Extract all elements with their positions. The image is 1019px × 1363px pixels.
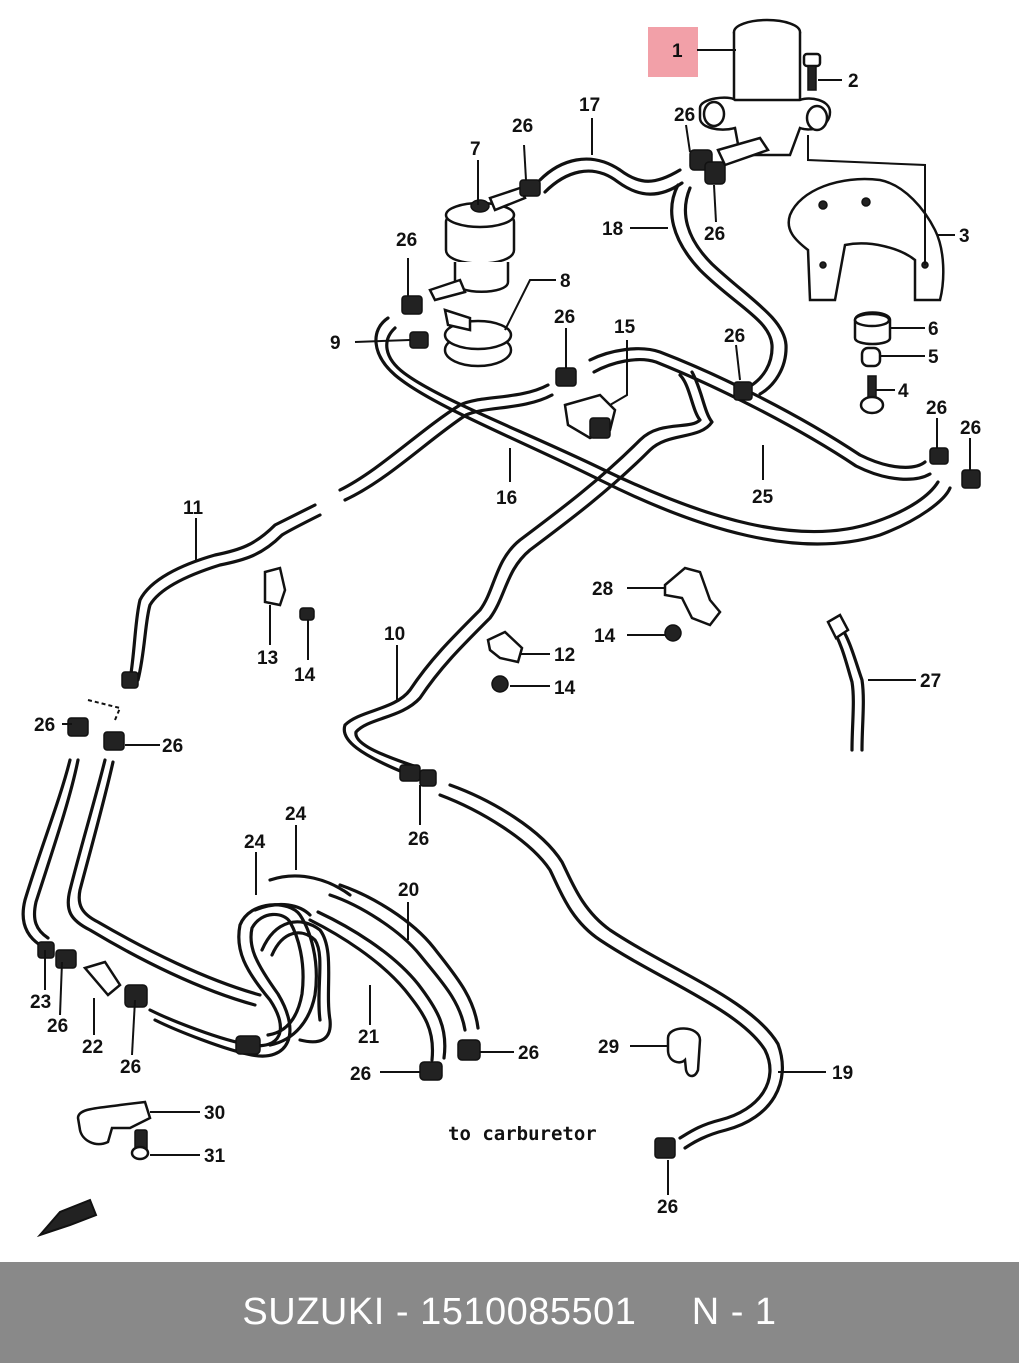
footer-separator: -	[395, 1291, 409, 1333]
label-31: 31	[204, 1146, 226, 1167]
label-17: 17	[579, 95, 600, 116]
label-25: 25	[752, 487, 774, 508]
collar-5	[860, 346, 882, 368]
clamp-29	[666, 1027, 702, 1078]
label-26-left-a: 26	[34, 715, 55, 736]
label-26-pump-top: 26	[674, 105, 695, 126]
footer-gap-1	[385, 1291, 396, 1334]
hose-clips	[37, 179, 981, 1159]
footer-gap-3	[636, 1291, 691, 1334]
label-26-bottom-a: 26	[350, 1064, 371, 1085]
footer-bar: SUZUKI - 1510085501 N - 1	[0, 1262, 1019, 1363]
bolt-2	[802, 52, 822, 91]
label-13: 13	[257, 648, 278, 669]
label-9: 9	[330, 333, 341, 354]
label-2: 2	[848, 71, 859, 92]
label-26-left-b: 26	[162, 736, 183, 757]
leader-lines	[44, 49, 971, 1195]
hose-network	[21, 157, 952, 1150]
joint-15	[563, 393, 617, 440]
label-21: 21	[358, 1027, 380, 1048]
label-14c: 14	[554, 678, 576, 699]
label-27: 27	[920, 671, 941, 692]
label-7: 7	[470, 139, 481, 160]
highlight-part-1	[648, 27, 698, 77]
fuel-pump	[689, 18, 832, 185]
footer-brand: SUZUKI	[242, 1291, 385, 1333]
joint-22	[82, 960, 148, 1008]
clamp-28	[663, 566, 722, 642]
carburetor-note: to carburetor	[448, 1123, 597, 1145]
label-6: 6	[928, 319, 939, 340]
label-30: 30	[204, 1103, 225, 1124]
parts-diagram: 1 2 3 4 5 6 7 8 9 10 11 12 13 14 14 14 1…	[21, 18, 981, 1238]
clamp-12	[486, 630, 524, 693]
footer-part-number: 1510085501	[420, 1291, 637, 1333]
label-24a: 24	[244, 832, 266, 853]
bracket-3	[787, 177, 945, 302]
label-3: 3	[959, 226, 970, 247]
label-26-lower-left-b: 26	[120, 1057, 141, 1078]
label-29: 29	[598, 1037, 619, 1058]
label-8: 8	[560, 271, 571, 292]
clamp-30	[76, 1100, 152, 1161]
fuel-filter-7	[428, 186, 527, 302]
label-23: 23	[30, 992, 51, 1013]
label-4: 4	[898, 381, 909, 402]
label-10: 10	[384, 624, 405, 645]
label-19: 19	[832, 1063, 853, 1084]
label-26-bottom-b: 26	[518, 1043, 539, 1064]
label-5: 5	[928, 347, 939, 368]
label-12: 12	[554, 645, 575, 666]
label-14b: 14	[594, 626, 616, 647]
bolt-9	[409, 331, 429, 349]
label-11: 11	[183, 498, 204, 519]
label-26-hose-18: 26	[724, 326, 745, 347]
grommet-6	[853, 311, 892, 346]
label-26-filter-top: 26	[512, 116, 533, 137]
label-28: 28	[592, 579, 613, 600]
label-18: 18	[602, 219, 623, 240]
label-20: 20	[398, 880, 419, 901]
label-16: 16	[496, 488, 517, 509]
pipe-27	[826, 613, 865, 752]
label-15: 15	[614, 317, 636, 338]
label-22: 22	[82, 1037, 103, 1058]
label-26-right-b: 26	[960, 418, 981, 439]
clamp-13	[263, 566, 315, 621]
label-26-joint: 26	[554, 307, 575, 328]
label-1: 1	[672, 41, 683, 62]
footer-gap-2	[409, 1291, 420, 1334]
label-14a: 14	[294, 665, 316, 686]
filter-clamp-8	[443, 308, 513, 368]
label-26-pump-bottom: 26	[704, 224, 725, 245]
bolt-4	[859, 375, 885, 415]
label-26-filter-left: 26	[396, 230, 417, 251]
front-arrow-icon	[36, 1198, 98, 1238]
label-26-bottom-c: 26	[657, 1197, 678, 1218]
label-26-lower-left-a: 26	[47, 1016, 68, 1037]
label-26-mid: 26	[408, 829, 429, 850]
footer-page: N - 1	[691, 1291, 777, 1333]
label-26-right-a: 26	[926, 398, 947, 419]
label-24b: 24	[285, 804, 307, 825]
part-labels: 1 2 3 4 5 6 7 8 9 10 11 12 13 14 14 14 1…	[30, 41, 981, 1218]
